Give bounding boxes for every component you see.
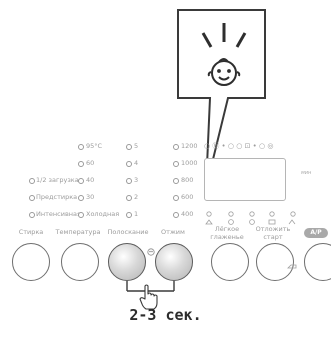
temp-40-label: 40 (86, 176, 95, 184)
temperature-button[interactable] (61, 243, 99, 281)
easy-iron-button[interactable] (211, 243, 249, 281)
temp-95-led (78, 144, 84, 150)
temperature-button-label: Температура (55, 228, 101, 236)
spin-button[interactable] (155, 243, 193, 281)
half-load-label: 1/2 загрузка (36, 176, 79, 184)
child-lock-icon (207, 58, 241, 86)
prewash-led (29, 195, 35, 201)
child-lock-mini-icon (147, 248, 155, 256)
rinse-5-led (126, 144, 132, 150)
temp-60-led (78, 161, 84, 167)
rinse-4-led (126, 161, 132, 167)
time-display (204, 158, 286, 201)
delay-start-button[interactable] (256, 243, 294, 281)
spin-1000-led (173, 161, 179, 167)
spin-600-led (173, 195, 179, 201)
temp-cold-label: Холодная (86, 210, 120, 218)
temp-cold-led (78, 212, 84, 218)
spin-1000-label: 1000 (181, 159, 198, 167)
prewash-label: Предстирка (36, 193, 78, 201)
rinse-3-led (126, 178, 132, 184)
rinse-button-label: Полоскание (107, 228, 149, 236)
rinse-4-label: 4 (134, 159, 139, 167)
start-pause-button[interactable] (304, 243, 331, 281)
top-status-icons: ○ Ⓤ • ○ ○ ⊡ • ○ ◎ (204, 142, 274, 150)
display-unit-label: мин (301, 170, 312, 176)
temp-40-led (78, 178, 84, 184)
spin-button-label: Отжим (161, 228, 185, 236)
temp-95-label: 95°C (86, 142, 103, 150)
spin-800-led (173, 178, 179, 184)
rinse-1-label: 1 (134, 210, 139, 218)
spin-1200-led (173, 144, 179, 150)
temp-60-label: 60 (86, 159, 95, 167)
hold-duration-caption: 2-3 сек. (129, 306, 202, 324)
delay-start-button-label: Отложить старт (255, 225, 291, 241)
spin-400-label: 400 (181, 210, 194, 218)
rinse-5-label: 5 (134, 142, 139, 150)
spin-1200-label: 1200 (181, 142, 198, 150)
wash-button[interactable] (12, 243, 50, 281)
rinse-3-label: 3 (134, 176, 139, 184)
temp-30-led (78, 195, 84, 201)
callout-bubble (177, 9, 266, 189)
auto-program-badge: A/P (304, 228, 328, 238)
temp-30-label: 30 (86, 193, 95, 201)
easy-iron-button-label: Лёгкое глаженье (210, 225, 244, 241)
wash-button-label: Стирка (18, 228, 44, 236)
intensive-led (29, 212, 35, 218)
intensive-label: Интенсивная (36, 210, 81, 218)
spin-400-led (173, 212, 179, 218)
rinse-1-led (126, 212, 132, 218)
spin-600-label: 600 (181, 193, 194, 201)
rinse-2-led (126, 195, 132, 201)
rinse-button[interactable] (108, 243, 146, 281)
highlight-rays-icon (201, 23, 247, 48)
spin-800-label: 800 (181, 176, 194, 184)
rinse-2-label: 2 (134, 193, 139, 201)
half-load-led (29, 178, 35, 184)
